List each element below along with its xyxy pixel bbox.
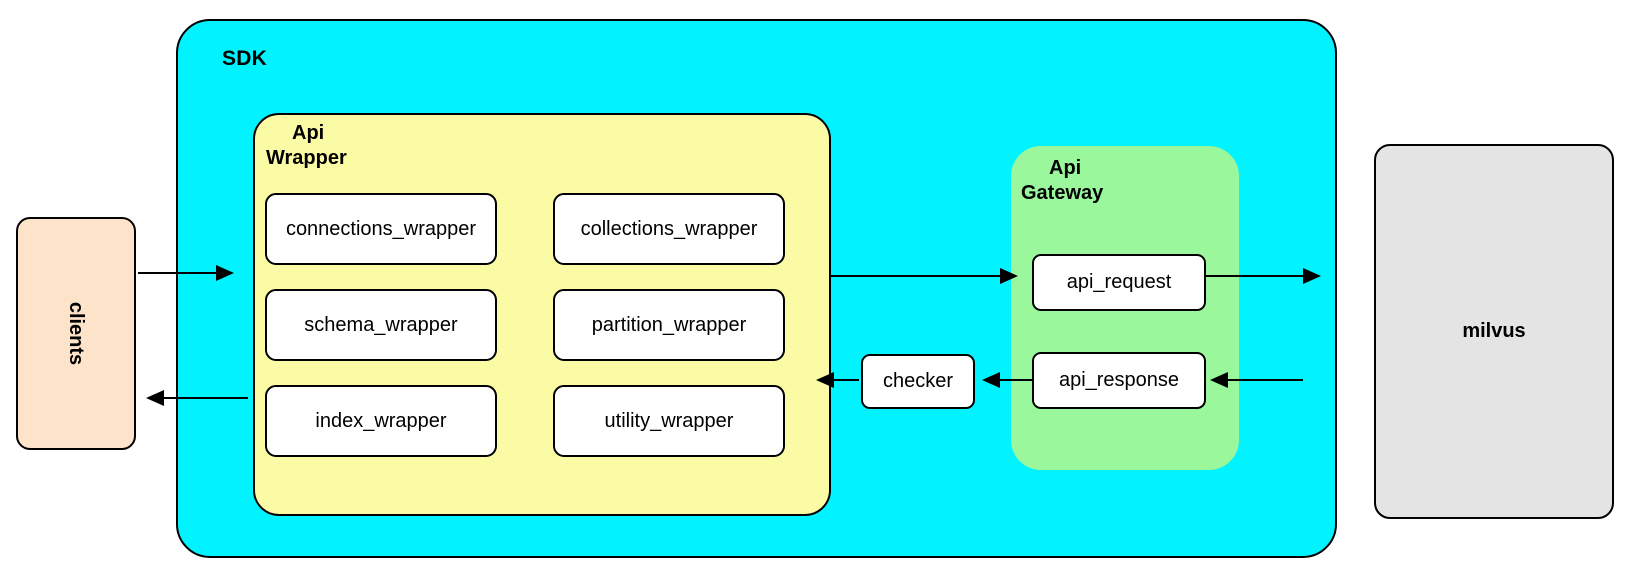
- checker-node[interactable]: checker: [861, 354, 975, 409]
- clients-node[interactable]: clients: [16, 217, 136, 450]
- wrapper-box-schema[interactable]: schema_wrapper: [265, 289, 497, 361]
- gateway-box-api-response[interactable]: api_response: [1032, 352, 1206, 409]
- api-wrapper-label-line2: Wrapper: [266, 147, 347, 169]
- sdk-label: SDK: [222, 47, 267, 70]
- gateway-box-api-request[interactable]: api_request: [1032, 254, 1206, 311]
- wrapper-box-partition[interactable]: partition_wrapper: [553, 289, 785, 361]
- wrapper-box-index[interactable]: index_wrapper: [265, 385, 497, 457]
- api-wrapper-label-line1: Api: [292, 122, 325, 144]
- milvus-node: milvus: [1374, 144, 1614, 519]
- wrapper-box-collections[interactable]: collections_wrapper: [553, 193, 785, 265]
- api-gateway-label-line2: Gateway: [1021, 182, 1104, 204]
- wrapper-box-connections[interactable]: connections_wrapper: [265, 193, 497, 265]
- api-gateway-label-line1: Api: [1049, 157, 1082, 179]
- clients-label: clients: [65, 301, 88, 366]
- wrapper-box-utility[interactable]: utility_wrapper: [553, 385, 785, 457]
